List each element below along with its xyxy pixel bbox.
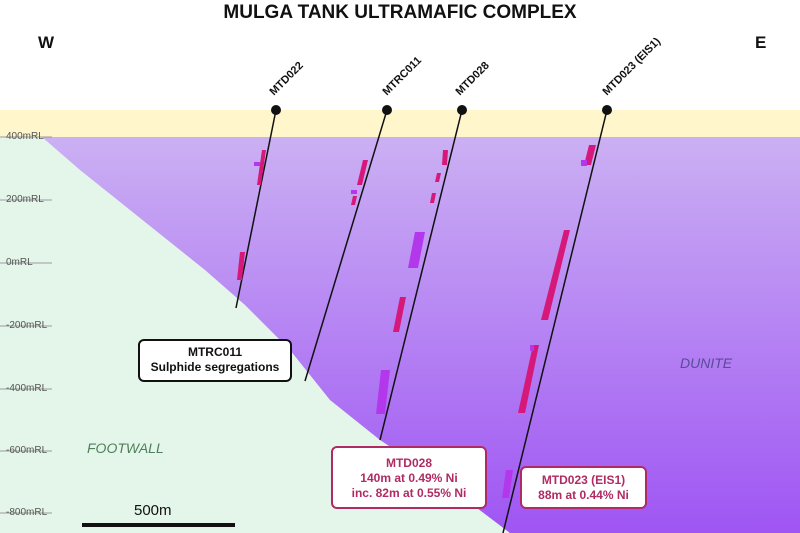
rl-label-minus200: -200mRL [6, 320, 48, 331]
scale-bar-label: 500m [134, 502, 172, 519]
collar-mtd028 [457, 105, 467, 115]
intercepts-mtd022 [237, 150, 266, 280]
rl-label-minus400: -400mRL [6, 383, 48, 394]
callout-mtd028-line3: inc. 82m at 0.55% Ni [351, 486, 467, 500]
cover-layer [0, 110, 800, 137]
collar-mtd023 [602, 105, 612, 115]
callout-mtd023: MTD023 (EIS1) 88m at 0.44% Ni [520, 466, 647, 509]
west-label: W [38, 33, 55, 52]
drillhole-trace-mtrc011 [304, 109, 388, 382]
callout-mtd028-line1: MTD028 [385, 456, 432, 470]
footwall-label: FOOTWALL [87, 440, 164, 456]
rl-label-0: 0mRL [6, 257, 33, 268]
rl-label-200: 200mRL [6, 194, 44, 205]
callout-mtd028: MTD028 140m at 0.49% Ni inc. 82m at 0.55… [331, 446, 487, 509]
collar-mtd022 [271, 105, 281, 115]
intercepts-mtrc011 [351, 160, 368, 205]
rl-ticks [0, 136, 52, 514]
drillhole-trace-mtd028 [379, 109, 463, 441]
intercepts-mtd023 [502, 145, 596, 498]
scale-bar [82, 523, 235, 527]
callout-mtd023-line2: 88m at 0.44% Ni [538, 488, 629, 502]
collar-mtrc011 [382, 105, 392, 115]
rl-label-minus600: -600mRL [6, 445, 48, 456]
drillhole-trace-mtd022 [235, 109, 277, 309]
callout-mtrc011-line1: MTRC011 [187, 345, 243, 359]
figure-title: MULGA TANK ULTRAMAFIC COMPLEX [223, 2, 577, 23]
callout-mtrc011: MTRC011 Sulphide segregations [138, 339, 292, 382]
callout-mtd028-line2: 140m at 0.49% Ni [360, 471, 458, 485]
intercepts-mtd028 [376, 150, 448, 414]
dunite-label: DUNITE [680, 355, 733, 371]
dunite-body [42, 137, 800, 533]
callout-mtrc011-line2: Sulphide segregations [150, 360, 280, 374]
callout-mtd023-line1: MTD023 (EIS1) [541, 473, 626, 487]
drillhole-trace-mtd023 [502, 109, 608, 533]
east-label: E [755, 33, 767, 52]
rl-label-400: 400mRL [6, 131, 44, 142]
rl-label-minus800: -800mRL [6, 507, 48, 518]
